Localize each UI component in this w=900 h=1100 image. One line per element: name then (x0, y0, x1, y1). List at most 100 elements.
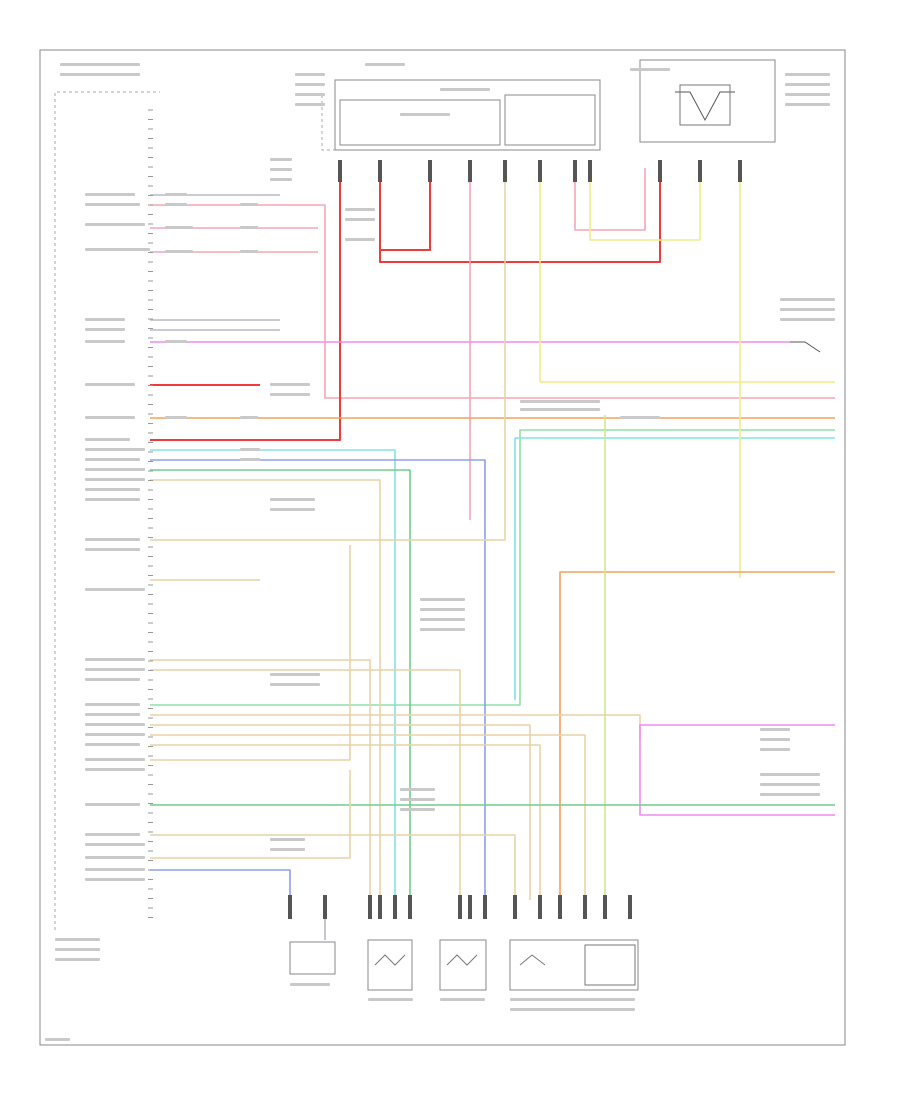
wire-tan (150, 545, 351, 761)
illegible-label (55, 958, 100, 961)
illegible-label (60, 73, 140, 76)
illegible-label (780, 298, 835, 301)
illegible-label (85, 478, 145, 481)
illegible-label (165, 416, 187, 419)
wire-yellow (539, 168, 835, 383)
connector-pin (698, 160, 702, 182)
illegible-label (85, 498, 140, 501)
illegible-label (785, 93, 830, 96)
illegible-label (85, 538, 140, 541)
illegible-label (85, 743, 140, 746)
illegible-label (520, 400, 600, 403)
illegible-label (345, 208, 375, 211)
illegible-label (85, 833, 140, 836)
illegible-label (295, 73, 325, 76)
illegible-label (85, 223, 145, 226)
relay-switch-icon (675, 91, 735, 122)
illegible-label (295, 83, 325, 86)
wire-tan (150, 770, 351, 859)
connector-pin (378, 895, 382, 919)
illegible-label (345, 238, 375, 241)
illegible-label (400, 113, 450, 116)
illegible-label (85, 203, 140, 206)
illegible-label (345, 218, 375, 221)
illegible-label (85, 658, 145, 661)
illegible-label (630, 68, 670, 71)
wire-green (150, 469, 411, 900)
connector-pin (338, 160, 342, 182)
illegible-label (85, 803, 140, 806)
illegible-label (295, 103, 325, 106)
connector-pin (468, 160, 472, 182)
illegible-label (620, 416, 660, 419)
illegible-label (85, 438, 130, 441)
component-box (289, 941, 336, 975)
wire-blue (150, 459, 486, 900)
sensor-element-icon (374, 954, 406, 966)
illegible-label (85, 248, 150, 251)
connector-pin (538, 160, 542, 182)
illegible-label (240, 226, 258, 229)
illegible-label (785, 103, 830, 106)
wire-orange (559, 571, 835, 900)
illegible-label (85, 588, 145, 591)
connector-pin (458, 895, 462, 919)
illegible-label (85, 383, 135, 386)
connector-pin (603, 895, 607, 919)
wire-yellow (589, 168, 701, 241)
wire-tan (150, 479, 381, 900)
illegible-label (85, 758, 145, 761)
illegible-label (85, 713, 140, 716)
connector-pin (323, 895, 327, 919)
illegible-label (270, 838, 305, 841)
wire-red (379, 168, 661, 263)
illegible-label (780, 308, 835, 311)
illegible-label (420, 608, 465, 611)
illegible-label (45, 1038, 70, 1041)
illegible-label (420, 628, 465, 631)
illegible-label (85, 416, 135, 419)
illegible-label (240, 203, 258, 206)
connector-pin (468, 895, 472, 919)
illegible-label (240, 416, 258, 419)
wire-tan (150, 168, 506, 541)
wire-blue (150, 869, 291, 900)
relay-coil-icon (679, 84, 731, 126)
illegible-label (85, 856, 145, 859)
illegible-label (760, 773, 820, 776)
illegible-label (420, 618, 465, 621)
illegible-label (270, 383, 310, 386)
sensor-box (439, 939, 487, 991)
illegible-label (440, 88, 490, 91)
illegible-label (85, 678, 140, 681)
sensor-box (509, 939, 639, 991)
illegible-label (165, 203, 187, 206)
illegible-label (85, 668, 145, 671)
wire-cyan (514, 437, 835, 700)
illegible-label (270, 393, 310, 396)
connector-pin (393, 895, 397, 919)
sensor-element-icon (519, 954, 546, 966)
connector-pin (583, 895, 587, 919)
illegible-label (290, 983, 330, 986)
illegible-label (400, 788, 435, 791)
illegible-label (85, 868, 145, 871)
illegible-label (85, 703, 140, 706)
connector-pin (483, 895, 487, 919)
illegible-label (85, 318, 125, 321)
wire-pink (150, 204, 835, 399)
connector-pin (588, 160, 592, 182)
connector-pin (503, 160, 507, 182)
illegible-label (240, 448, 260, 451)
illegible-label (420, 598, 465, 601)
illegible-label (760, 783, 820, 786)
illegible-label (760, 738, 790, 741)
wire-cyan (150, 449, 396, 900)
illegible-label (85, 733, 145, 736)
fuse-block-outline (321, 95, 335, 151)
illegible-label (270, 168, 292, 171)
illegible-label (785, 83, 830, 86)
illegible-label (785, 73, 830, 76)
illegible-label (85, 468, 145, 471)
